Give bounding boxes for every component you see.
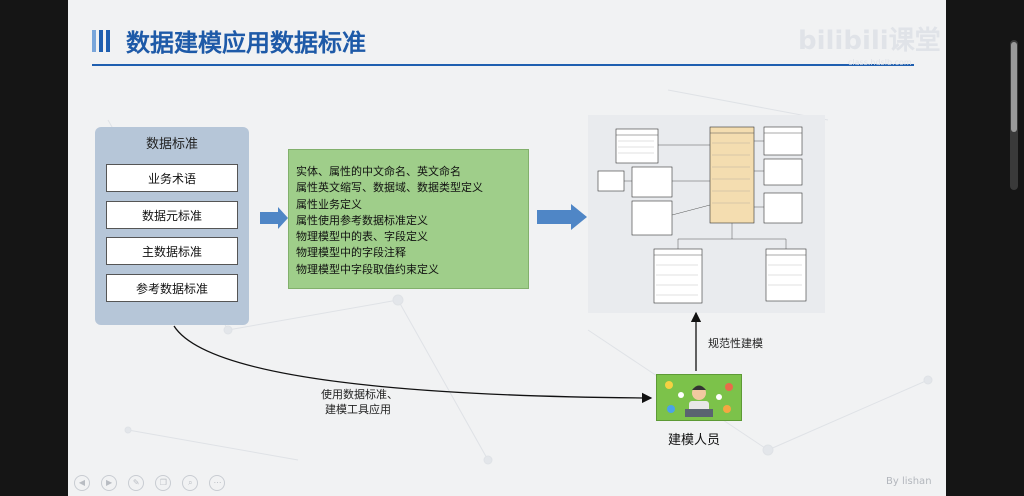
usage-label: 使用数据标准、 建模工具应用 <box>321 387 398 417</box>
definitions-box: 实体、属性的中文命名、英文命名 属性英文缩写、数据域、数据类型定义 属性业务定义… <box>288 149 529 289</box>
modeler-illustration <box>656 374 742 421</box>
definition-line: 属性英文缩写、数据域、数据类型定义 <box>296 181 483 195</box>
right-letterbox <box>946 0 1024 496</box>
prev-slide-icon[interactable]: ◀ <box>74 474 90 491</box>
usage-label-line1: 使用数据标准、 <box>321 388 398 401</box>
arrow-right-large-icon <box>537 204 587 230</box>
author-footer: By lishan <box>886 476 932 487</box>
definition-line: 属性业务定义 <box>296 197 362 211</box>
er-diagram-icon <box>597 126 807 304</box>
standard-item-reference-data: 参考数据标准 <box>106 274 238 302</box>
modeler-label: 建模人员 <box>668 433 721 448</box>
slide-title: 数据建模应用数据标准 <box>126 29 366 57</box>
definition-line: 物理模型中的表、字段定义 <box>296 230 428 244</box>
definition-line: 物理模型中字段取值约束定义 <box>296 262 439 276</box>
usage-label-line2: 建模工具应用 <box>325 403 391 416</box>
menu-icon[interactable]: ⋯ <box>209 474 226 491</box>
definition-line: 物理模型中的字段注释 <box>296 246 406 260</box>
slide-canvas: 数据建模应用数据标准 bilibili课堂 class.hdslb.com 数据… <box>68 0 946 496</box>
presentation-toolbar: ◀ ▶ ✎ ❐ ⌕ ⋯ <box>74 472 231 491</box>
arrow-right-icon <box>260 207 288 229</box>
standard-item-business-terms: 业务术语 <box>106 164 238 192</box>
standard-item-data-element: 数据元标准 <box>106 201 238 229</box>
definition-line: 实体、属性的中文命名、英文命名 <box>296 165 461 178</box>
er-diagram-image <box>588 115 825 313</box>
brand-watermark-url: class.hdslb.com <box>848 58 912 67</box>
definition-line: 属性使用参考数据标准定义 <box>296 213 428 227</box>
data-standards-panel: 数据标准 业务术语 数据元标准 主数据标准 参考数据标准 <box>95 127 249 325</box>
title-decoration <box>92 30 113 52</box>
brand-watermark: bilibili课堂 <box>798 26 941 56</box>
zoom-icon[interactable]: ⌕ <box>182 474 199 491</box>
title-underline <box>92 64 914 66</box>
modeler-person-icon <box>665 381 733 417</box>
scrollbar-thumb[interactable] <box>1011 42 1017 132</box>
copy-icon[interactable]: ❐ <box>155 474 172 491</box>
next-slide-icon[interactable]: ▶ <box>101 474 118 491</box>
standard-item-master-data: 主数据标准 <box>106 237 238 265</box>
data-standards-title: 数据标准 <box>145 137 198 152</box>
left-letterbox <box>0 0 68 496</box>
pen-icon[interactable]: ✎ <box>128 474 145 491</box>
normative-modeling-label: 规范性建模 <box>708 337 763 350</box>
connector-lines <box>173 311 702 404</box>
